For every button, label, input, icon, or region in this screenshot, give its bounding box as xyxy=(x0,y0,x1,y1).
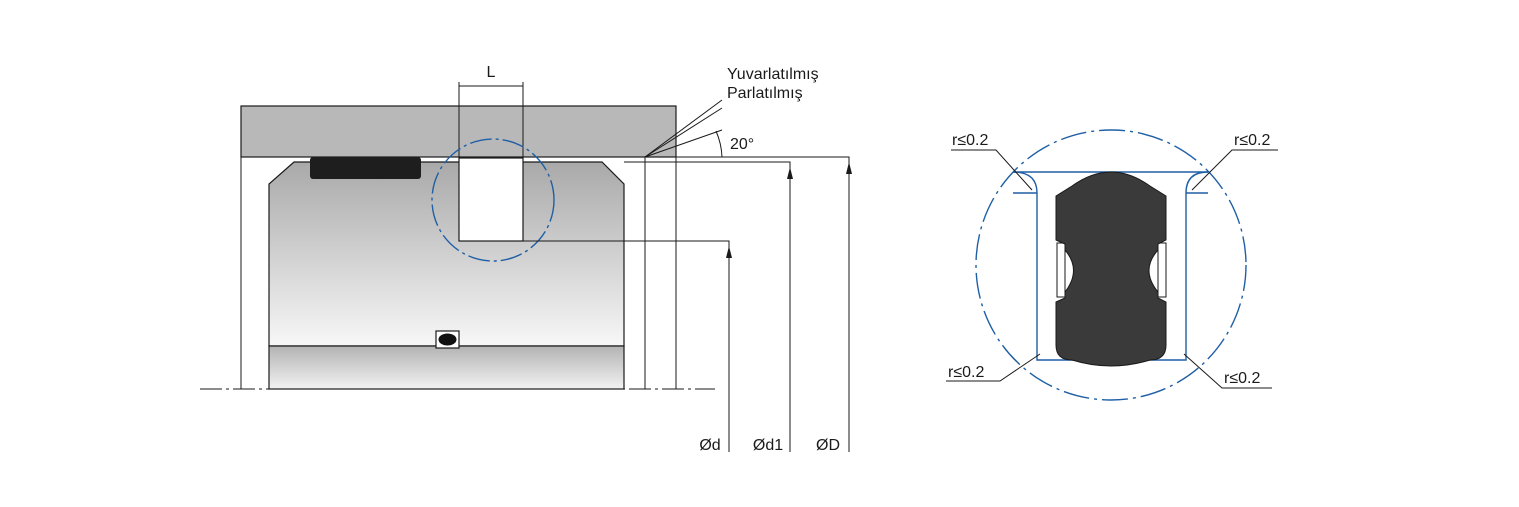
label-r-top-left: r≤0.2 xyxy=(952,132,988,149)
o-ring xyxy=(438,333,457,346)
leader-r-top-right xyxy=(1191,149,1278,191)
guide-ring xyxy=(310,157,421,179)
leader-yuvarlatilmis xyxy=(644,99,723,158)
label-r-top-right: r≤0.2 xyxy=(1234,132,1270,149)
seal-groove xyxy=(458,157,524,242)
dim-line-d1 xyxy=(624,161,791,452)
groove-radius-tr xyxy=(1185,171,1209,194)
seal-profile xyxy=(1055,171,1167,367)
label-r-bottom-right: r≤0.2 xyxy=(1224,370,1260,387)
backup-ring-right xyxy=(1157,242,1167,298)
label-yuvarlatilmis: Yuvarlatılmış xyxy=(727,66,819,83)
piston-body xyxy=(268,161,625,347)
arrow-d1 xyxy=(787,167,793,179)
label-D: ØD xyxy=(816,437,840,454)
piston-rod xyxy=(268,345,625,390)
angle-arc xyxy=(715,130,723,158)
leader-parlatilmis xyxy=(644,107,723,158)
leader-r-bottom-left xyxy=(946,353,1041,382)
label-d1: Ød1 xyxy=(753,437,783,454)
leader-r-bottom-right xyxy=(1183,353,1272,389)
label-r-bottom-left: r≤0.2 xyxy=(948,364,984,381)
dim-line-D xyxy=(645,156,850,452)
detail-circle-marker xyxy=(431,138,555,262)
label-d: Ød xyxy=(699,437,720,454)
detail-view: r≤0.2 r≤0.2 r≤0.2 r≤0.2 xyxy=(946,129,1278,401)
label-angle: 20° xyxy=(730,136,754,153)
dim-line-d xyxy=(523,240,730,452)
arrow-D xyxy=(846,162,852,174)
label-L: L xyxy=(487,64,496,81)
label-parlatilmis: Parlatılmış xyxy=(727,85,803,102)
chamfer-angle-line xyxy=(644,129,723,158)
backup-ring-left xyxy=(1056,242,1066,298)
cross-section-view: L Ød Ød1 ØD 20° Yuvarlatılmış Parlatılmı… xyxy=(200,64,852,454)
groove-radius-tl xyxy=(1012,171,1038,194)
detail-circle xyxy=(975,129,1247,401)
leader-r-top-left xyxy=(951,149,1033,191)
arrow-d xyxy=(726,246,732,258)
